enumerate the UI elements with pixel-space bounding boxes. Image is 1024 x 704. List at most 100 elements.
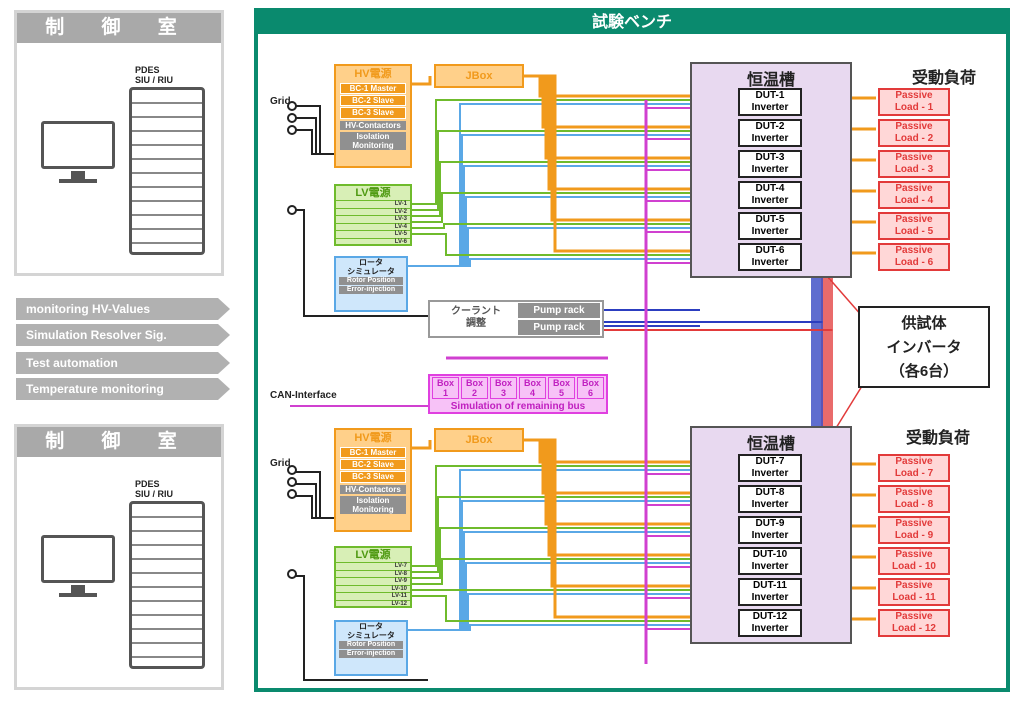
grid-terminal <box>287 205 297 215</box>
sim-bus-label: Simulation of remaining bus <box>450 401 586 412</box>
lv-output: LV-3 <box>336 215 410 223</box>
dut-inverter: DUT-5 Inverter <box>738 212 802 240</box>
hv-power-title: HV電源 <box>354 432 392 444</box>
grid-terminal <box>287 489 297 499</box>
dut-inverter: DUT-8 Inverter <box>738 485 802 513</box>
lv-dut-line <box>412 161 738 217</box>
grid-terminal <box>287 113 297 123</box>
rotor-item: Error-injection <box>339 650 403 659</box>
can-interface-label: CAN-Interface <box>270 390 337 401</box>
rotor-item: Rotor Position <box>339 277 403 286</box>
control-room-title: 制 御 室 <box>17 13 221 43</box>
monitor-stand <box>71 171 85 181</box>
dut-inverter: DUT-12 Inverter <box>738 609 802 637</box>
bus-box: Box 5 <box>548 377 575 399</box>
dut-inverter: DUT-7 Inverter <box>738 454 802 482</box>
lv-dut-line <box>412 233 738 256</box>
passive-load: Passive Load - 6 <box>878 243 950 271</box>
hv-item: BC-2 Slave <box>340 459 406 471</box>
lv-dut-line <box>412 130 738 211</box>
lv-output: LV-2 <box>336 207 410 216</box>
arrow-label-automation: Test automation <box>16 352 230 374</box>
rotor-dut-line <box>408 258 738 267</box>
lv-dut-line <box>412 465 738 567</box>
dut-inverter: DUT-6 Inverter <box>738 243 802 271</box>
grid-terminal <box>287 569 297 579</box>
rotor-item: Rotor Position <box>339 641 403 650</box>
lv-output: LV-12 <box>336 599 410 608</box>
lv-dut-line <box>412 558 738 585</box>
jbox-bottom: JBox <box>434 428 524 452</box>
grid-label-bottom: Grid <box>270 458 291 469</box>
grid-terminal <box>287 465 297 475</box>
bus-box: Box 3 <box>490 377 517 399</box>
lv-dut-line <box>412 192 738 223</box>
hv-power-supply-bottom: HV電源 BC-1 Master BC-2 Slave BC-3 Slave H… <box>334 428 412 532</box>
callout-text: 供試体 インバータ （各6台） <box>886 315 962 380</box>
passive-load: Passive Load - 5 <box>878 212 950 240</box>
hv-item: BC-3 Slave <box>340 471 406 483</box>
lv-power-title: LV電源 <box>355 187 391 199</box>
control-line <box>292 209 428 317</box>
passive-load: Passive Load - 1 <box>878 88 950 116</box>
lv-dut-line <box>412 595 738 622</box>
passive-load-title-top: 受動負荷 <box>912 70 977 87</box>
pump-rack: Pump rack <box>518 303 600 318</box>
hv-item: HV-Contactors <box>340 120 406 130</box>
control-room-panel-bottom: 制 御 室 PDES SIU / RIU <box>14 424 224 690</box>
thermo-title: 恒温槽 <box>746 436 795 453</box>
hv-item: HV-Contactors <box>340 484 406 494</box>
lv-output: LV-10 <box>336 584 410 593</box>
passive-load-title-bottom: 受動負荷 <box>906 430 971 447</box>
control-room-panel-top: 制 御 室 PDES SIU / RIU <box>14 10 224 276</box>
lv-output: LV-4 <box>336 222 410 231</box>
pdes-label: PDES SIU / RIU <box>135 65 174 85</box>
rotor-title: ロータ シミュレータ <box>347 622 395 641</box>
monitor-base <box>59 179 97 183</box>
lv-output: LV-5 <box>336 230 410 238</box>
rotor-dut-line <box>408 624 738 631</box>
thermo-title: 恒温槽 <box>746 72 795 89</box>
bus-box: Box 1 <box>432 377 459 399</box>
rotor-title: ロータ シミュレータ <box>347 258 395 277</box>
server-rack-icon <box>129 87 205 255</box>
rotor-dut-line <box>408 562 738 631</box>
dut-inverter: DUT-1 Inverter <box>738 88 802 116</box>
lv-output: LV-1 <box>336 200 410 208</box>
bus-box: Box 4 <box>519 377 546 399</box>
hv-item: BC-3 Slave <box>340 107 406 119</box>
lv-output: LV-6 <box>336 237 410 246</box>
server-rack-icon <box>129 501 205 669</box>
rotor-item: Error-injection <box>339 286 403 295</box>
lv-output: LV-7 <box>336 562 410 570</box>
hv-item: BC-1 Master <box>340 447 406 459</box>
lv-dut-line <box>412 99 738 205</box>
dut-inverter: DUT-10 Inverter <box>738 547 802 575</box>
passive-load: Passive Load - 7 <box>878 454 950 482</box>
passive-load: Passive Load - 4 <box>878 181 950 209</box>
coolant-unit: クーラント 調整 Pump rack Pump rack <box>428 300 604 338</box>
bus-box: Box 2 <box>461 377 488 399</box>
test-bench-title: 試験ベンチ <box>258 12 1006 34</box>
grid-terminal <box>287 477 297 487</box>
pump-rack: Pump rack <box>518 320 600 335</box>
arrow-label-temperature: Temperature monitoring <box>16 378 230 400</box>
callout-box: 供試体 インバータ （各6台） <box>858 306 990 388</box>
grid-line <box>292 495 334 519</box>
dut-inverter: DUT-3 Inverter <box>738 150 802 178</box>
passive-load: Passive Load - 8 <box>878 485 950 513</box>
rotor-simulator-bottom: ロータ シミュレータ Rotor Position Error-injectio… <box>334 620 408 676</box>
passive-load: Passive Load - 2 <box>878 119 950 147</box>
bus-box: Box 6 <box>577 377 604 399</box>
lv-dut-line <box>412 223 738 229</box>
passive-load: Passive Load - 10 <box>878 547 950 575</box>
hv-item: BC-2 Slave <box>340 95 406 107</box>
lv-output: LV-11 <box>336 592 410 600</box>
dut-inverter: DUT-11 Inverter <box>738 578 802 606</box>
control-room-title: 制 御 室 <box>17 427 221 457</box>
hv-item: Isolation Monitoring <box>340 495 406 515</box>
passive-load: Passive Load - 9 <box>878 516 950 544</box>
monitor-icon <box>41 535 115 583</box>
jbox-top: JBox <box>434 64 524 88</box>
